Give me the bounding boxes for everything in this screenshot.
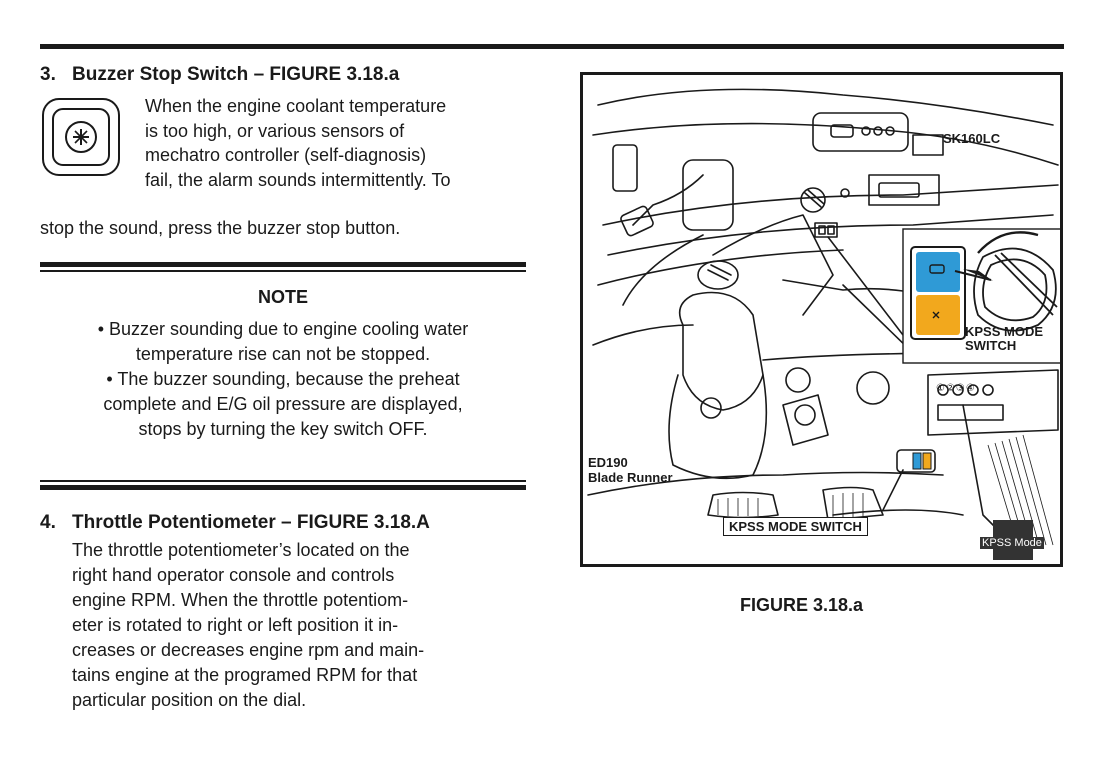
note-top-rule xyxy=(40,262,526,272)
section-3-number: 3. xyxy=(40,64,56,85)
section-4-line: creases or decreases engine rpm and main… xyxy=(72,640,425,660)
section-4-title: Throttle Potentiometer – FIGURE 3.18.A xyxy=(72,512,430,533)
label-kpss-line-1: KPSS MODE xyxy=(965,324,1044,339)
section-4-heading: 4. Throttle Potentiometer – FIGURE 3.18.A xyxy=(40,512,430,534)
section-3-line: mechatro controller (self-diagnosis) xyxy=(145,145,427,165)
section-3-line: is too high, or various sensors of xyxy=(145,120,405,141)
section-3-last-line: stop the sound, press the buzzer stop bu… xyxy=(40,218,401,238)
note-line: • Buzzer sounding due to engine cooling … xyxy=(97,319,469,339)
label-kpss-mode-switch-b: KPSS MODE SWITCH xyxy=(723,517,868,536)
buzzer-stop-button-icon xyxy=(42,98,120,176)
label-kpss-mode-switch-a: KPSS MODE SWITCH xyxy=(965,325,1043,353)
note-line: temperature rise can not be stopped. xyxy=(135,344,431,364)
section-4-line: eter is rotated to right or left positio… xyxy=(72,615,399,635)
section-4-paragraph: The throttle potentiometer’s located on … xyxy=(72,538,530,713)
label-kpss-line-2: SWITCH xyxy=(965,338,1017,353)
label-sk160lc: SK160LC xyxy=(943,131,1001,146)
section-3-heading: 3. Buzzer Stop Switch – FIGURE 3.18.a xyxy=(40,64,399,86)
note-line: • The buzzer sounding, because the prehe… xyxy=(106,369,460,389)
cab-line-drawing xyxy=(587,88,1060,560)
label-dial-numbers: ①②③④ xyxy=(936,383,976,394)
section-4-number: 4. xyxy=(40,512,56,533)
section-4-line: tains engine at the programed RPM for th… xyxy=(72,665,418,685)
label-ed190: ED190 xyxy=(588,455,628,470)
section-4-line: engine RPM. When the throttle potentiom- xyxy=(72,590,409,610)
note-body: • Buzzer sounding due to engine cooling … xyxy=(40,317,526,442)
note-bottom-rule xyxy=(40,480,526,490)
label-ed190-blade-runner: ED190 Blade Runner xyxy=(588,455,673,485)
label-blade-runner: Blade Runner xyxy=(588,470,673,485)
section-4-line: The throttle potentiometer’s located on … xyxy=(72,540,410,560)
section-4-line: right hand operator console and controls xyxy=(72,565,395,585)
section-4-line: particular position on the dial. xyxy=(72,690,307,710)
note-line: complete and E/G oil pressure are displa… xyxy=(103,394,463,414)
section-3-line: fail, the alarm sounds intermittently. T… xyxy=(145,169,451,190)
label-kpss-mode-small: KPSS Mode xyxy=(980,537,1044,549)
top-rule xyxy=(40,44,1064,49)
note-line: stops by turning the key switch OFF. xyxy=(138,419,428,439)
figure-caption: FIGURE 3.18.a xyxy=(740,595,864,615)
section-3-title: Buzzer Stop Switch – FIGURE 3.18.a xyxy=(72,64,400,85)
section-3-paragraph: When the engine coolant temperature is t… xyxy=(145,94,525,192)
figure-illustration: SK160LC KPSS MODE SWITCH ED190 Blade Run… xyxy=(580,72,1063,567)
note-title: NOTE xyxy=(257,287,308,307)
section-3-line: When the engine coolant temperature xyxy=(145,96,447,116)
